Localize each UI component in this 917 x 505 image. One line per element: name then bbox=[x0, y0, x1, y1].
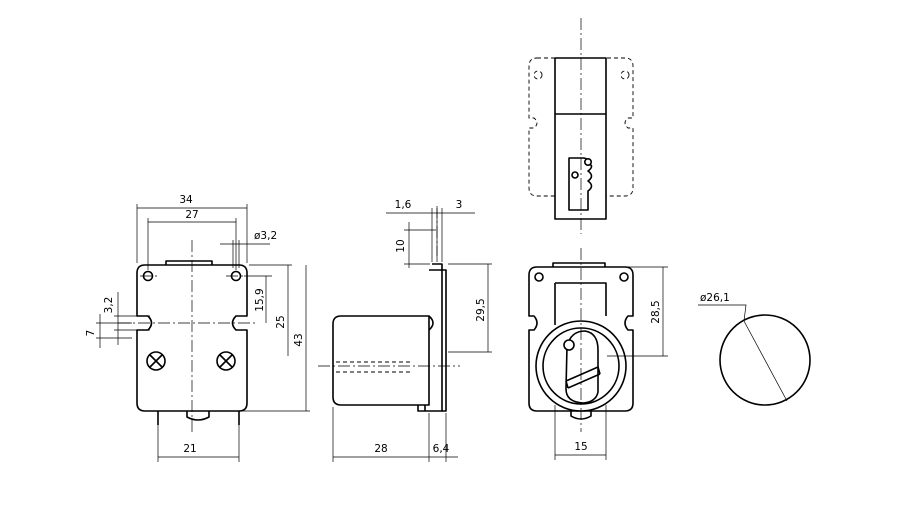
dim-side-height: 29,5 bbox=[475, 298, 487, 321]
dim-rear-height: 28,5 bbox=[650, 300, 662, 323]
key-circle-view: ø26,1 bbox=[698, 292, 811, 406]
dim-side-flange-width: 6,4 bbox=[433, 443, 450, 455]
front-view bbox=[118, 240, 258, 432]
dim-hole-to-center: 15,9 bbox=[254, 288, 266, 311]
dim-center-height: 25 bbox=[275, 315, 287, 328]
dim-slot-width: 3,2 bbox=[103, 297, 115, 314]
dim-front-width-holes: 27 bbox=[185, 209, 198, 221]
dim-side-top-offset: 10 bbox=[395, 239, 407, 252]
side-dimensions: 1,6 3 10 29,5 28 6,4 bbox=[332, 199, 492, 462]
dim-side-body-length: 28 bbox=[374, 443, 387, 455]
dim-slot-offset: 7 bbox=[85, 330, 97, 337]
dim-side-thickness-b: 3 bbox=[456, 199, 463, 211]
front-dimensions: 34 27 ø3,2 3,2 7 15,9 25 43 21 bbox=[85, 194, 310, 462]
dim-hole-diameter: ø3,2 bbox=[254, 230, 277, 242]
rear-dimensions: 28,5 15 bbox=[554, 266, 668, 460]
dim-rear-bottom-width: 15 bbox=[574, 441, 587, 453]
rear-view bbox=[528, 248, 634, 432]
dim-side-thickness-a: 1,6 bbox=[395, 199, 412, 211]
dim-key-diameter: ø26,1 bbox=[700, 292, 730, 304]
side-view bbox=[318, 206, 460, 412]
dim-front-width-outer: 34 bbox=[179, 194, 193, 206]
dim-front-height: 43 bbox=[293, 333, 305, 346]
dim-front-bottom-width: 21 bbox=[183, 443, 196, 455]
top-view bbox=[528, 18, 634, 234]
